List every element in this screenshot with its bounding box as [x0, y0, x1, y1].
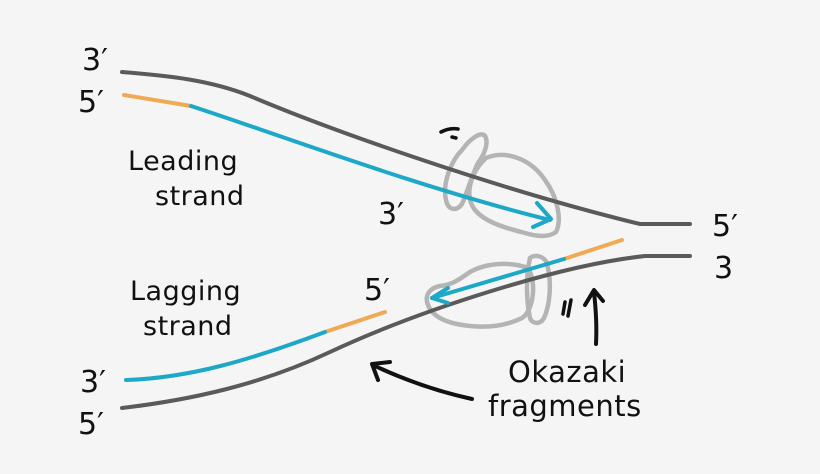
bottom-template-strand [120, 254, 692, 410]
okazaki-label-line2: fragments [488, 389, 642, 423]
leading-new-strand [189, 104, 552, 222]
polymerase-bottom-body [424, 261, 536, 329]
polymerase-bottom-clamp [524, 253, 553, 326]
okazaki-fragment-arrowhead [430, 286, 450, 305]
label-top-template-left: 3′ [82, 43, 108, 78]
label-bottom-template-right: 3 [714, 251, 733, 286]
leading-primer [122, 93, 193, 108]
polymerase-top-body [467, 152, 561, 239]
lagging-primer [323, 310, 387, 334]
okazaki-label-line1: Okazaki [508, 355, 626, 389]
okazaki-fragment-new [430, 257, 566, 300]
label-lagging-fragment-5: 5′ [364, 273, 390, 308]
okazaki-fragment-primer [562, 238, 624, 261]
okazaki-arrow-up-head [583, 288, 605, 307]
okazaki-arrow-left [373, 364, 474, 401]
lagging-strand-title-line2: strand [143, 311, 233, 342]
okazaki-arrow-up [592, 290, 599, 346]
okazaki-pointer-arrows [370, 288, 605, 401]
leading-strand-title-line1: Leading [128, 146, 238, 177]
polymerase-top [442, 132, 561, 239]
label-leading-left: 5′ [78, 85, 104, 120]
polymerase-bottom [424, 253, 553, 329]
lagging-new-strand [124, 330, 327, 382]
motion-marks-bottom [561, 298, 573, 318]
top-template-strand [120, 70, 692, 226]
motion-marks-top [439, 126, 460, 140]
label-top-template-right: 5′ [712, 209, 738, 244]
label-lagging-left: 3′ [80, 365, 106, 400]
label-leading-tip: 3′ [378, 197, 404, 232]
leading-strand-title-line2: strand [155, 181, 245, 212]
lagging-strand-title-line1: Lagging [130, 276, 241, 307]
leading-arrowhead [531, 201, 553, 229]
okazaki-arrow-left-head [370, 360, 392, 382]
label-bottom-template-left: 5′ [78, 407, 104, 442]
